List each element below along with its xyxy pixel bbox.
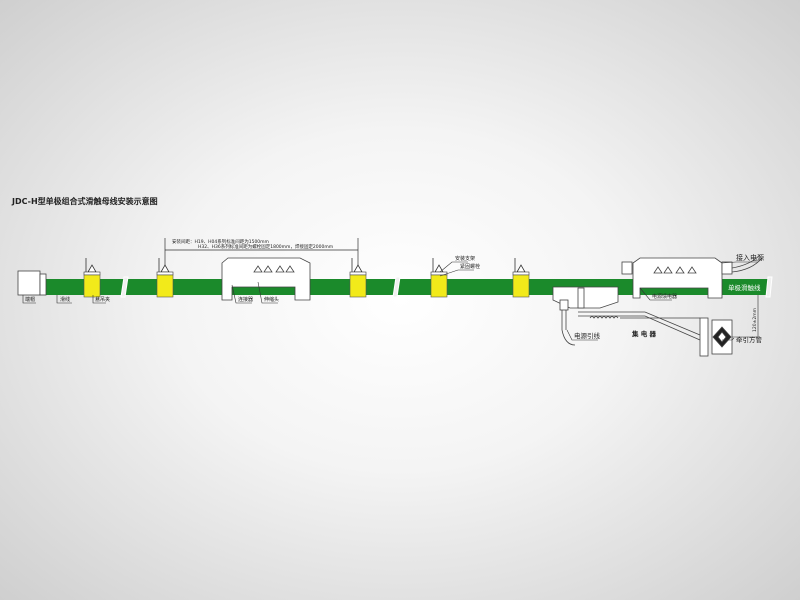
dimension-text: 120±2mm [752, 308, 758, 332]
spacing-dimension [164, 238, 359, 268]
hanger [349, 258, 367, 298]
spacing-note-line1: 安装间距：H19、H04系列标准间距为1500mm [172, 238, 269, 245]
label-joint: 伸缩头 [264, 296, 279, 303]
connector [221, 257, 311, 301]
hanger [430, 258, 448, 298]
leader-lines [22, 261, 758, 341]
hanger [512, 258, 530, 298]
label-lead: 电源引线 [574, 331, 601, 340]
power-feeder [621, 254, 763, 299]
dimension-120mm [732, 295, 760, 338]
label-hanger: 悬吊夹 [95, 296, 110, 303]
label-power-in: 接入电源 [736, 253, 764, 262]
diagram-title: JDC-H型单极组合式滑触母线安装示意图 [11, 196, 158, 206]
rail-breaks [120, 276, 773, 298]
end-cap [17, 270, 41, 296]
label-bolt: 紧固螺栓 [460, 263, 480, 270]
current-collector [552, 286, 733, 357]
label-busbar: 单极滑触线 [728, 283, 761, 292]
label-feeder: 电源馈电器 [652, 293, 677, 300]
label-rail: 滑线 [60, 296, 70, 303]
spacing-note-line2: H32、H36系列标准间距为螺栓固定1800mm，焊接固定2000mm [198, 243, 333, 250]
label-connector: 连接器 [238, 296, 253, 303]
hangers [83, 258, 530, 298]
label-collector: 集 电 器 [631, 329, 657, 338]
label-tow-tube: 牵引方管 [736, 335, 763, 344]
hanger [156, 258, 174, 298]
hanger [83, 258, 101, 298]
label-end-cap: 端帽 [25, 296, 35, 303]
label-bracket: 安装支架 [455, 255, 475, 262]
